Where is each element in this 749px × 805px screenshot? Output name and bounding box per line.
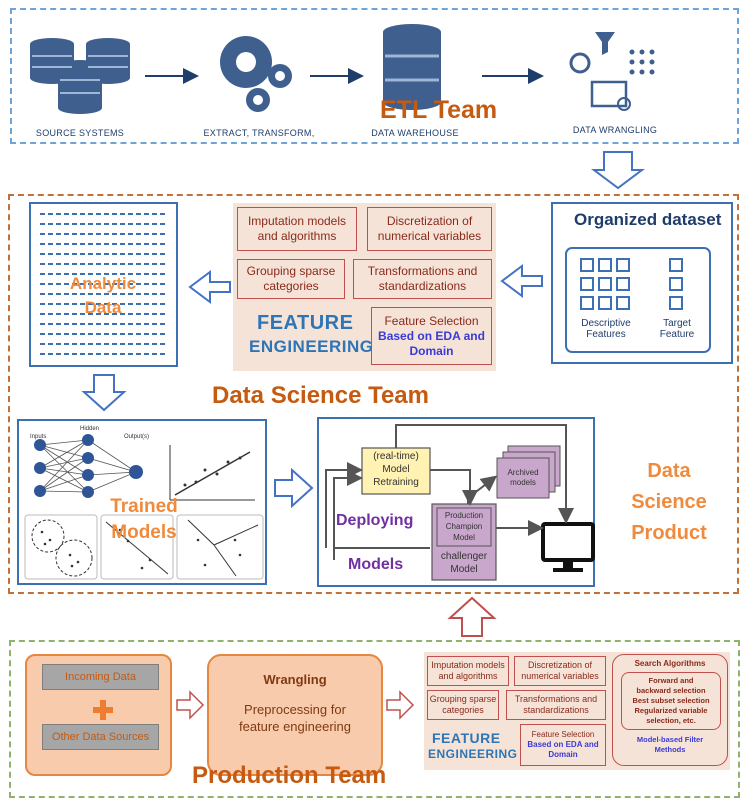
champion-challenger-box: [431, 503, 497, 581]
pfe-transformations: Transformations and standardizations: [506, 690, 606, 720]
fe-feature-selection-title: Feature Selection: [384, 313, 479, 328]
data-sources-box: Incoming Data Other Data Sources: [25, 654, 172, 776]
search-algorithms-box: Search Algorithms Forward and backward s…: [612, 654, 728, 766]
neural-network-icon: [39, 439, 137, 493]
nn-hidden-label: Hidden: [80, 426, 100, 432]
pfe-feature-selection: Feature Selection Based on EDA and Domai…: [520, 724, 606, 766]
monitor-icon: [541, 522, 595, 572]
pfe-grouping: Grouping sparse categories: [427, 690, 499, 720]
fe-imputation: Imputation models and algorithms: [237, 207, 357, 251]
production-feature-engineering-panel: Imputation models and algorithms Discret…: [424, 652, 730, 770]
nn-inputs-label: Inputs: [30, 434, 47, 440]
right-arrow-icon: [274, 467, 314, 509]
fe-feature-selection: Feature Selection Based on EDA and Domai…: [371, 307, 492, 365]
left-arrow-icon: [188, 270, 231, 304]
data-science-team-panel: [8, 194, 739, 594]
other-data-sources-box: Other Data Sources: [42, 724, 159, 750]
left-arrow-icon: [500, 264, 543, 298]
down-arrow-icon: [81, 374, 127, 412]
etl-team-panel: [10, 8, 739, 144]
gears-icon: [220, 36, 292, 112]
fe-transformations: Transformations and standardizations: [353, 259, 492, 299]
caption-data-wrangling: DATA WRANGLING: [572, 125, 658, 135]
regression-plot-icon: [169, 445, 255, 501]
pfe-discretization: Discretization of numerical variables: [514, 656, 606, 686]
fe-title: FEATURE ENGINEERING: [249, 312, 374, 356]
data-wrangling-icon: [569, 32, 655, 111]
caption-source-systems: SOURCE SYSTEMS: [35, 128, 125, 138]
data-science-team-title: Data Science Team: [212, 382, 429, 409]
caption-data-warehouse: DATA WAREHOUSE: [371, 128, 459, 138]
database-cluster-icon: [30, 38, 130, 114]
up-arrow-icon: [447, 596, 497, 637]
archived-stack: [496, 445, 561, 499]
plus-icon: [93, 700, 113, 720]
incoming-data-box: Incoming Data: [42, 664, 159, 690]
pfe-imputation: Imputation models and algorithms: [427, 656, 509, 686]
down-arrow-icon: [591, 151, 645, 190]
nn-outputs-label: Output(s): [124, 434, 150, 440]
production-team-title: Production Team: [192, 762, 387, 789]
right-arrow-icon: [176, 690, 205, 720]
production-team-panel: [9, 640, 740, 798]
feature-grid-icon: [580, 258, 683, 310]
cluster-plots-icon: [24, 514, 264, 580]
wrangling-title: Wrangling: [263, 672, 327, 687]
organized-dataset-title: Organized dataset: [574, 210, 722, 229]
trained-models-frame: [17, 419, 267, 585]
caption-extract-transform: EXTRACT, TRANSFORM,: [203, 128, 315, 138]
analytic-data-lines: [40, 213, 168, 355]
data-warehouse-icon: [383, 24, 441, 110]
etl-team-title: ETL Team: [380, 96, 498, 124]
analytic-data-frame: [29, 202, 178, 367]
right-arrow-icon: [386, 690, 415, 720]
deploying-label: Deploying: [336, 512, 414, 529]
feature-engineering-panel: Imputation models and algorithms Discret…: [233, 203, 496, 371]
fe-discretization: Discretization of numerical variables: [367, 207, 492, 251]
pfe-title: FEATURE ENGINEERING: [428, 730, 518, 761]
fe-grouping: Grouping sparse categories: [237, 259, 345, 299]
models-label: Models: [348, 556, 404, 573]
fe-feature-selection-link: Based on EDA and Domain: [378, 328, 485, 358]
